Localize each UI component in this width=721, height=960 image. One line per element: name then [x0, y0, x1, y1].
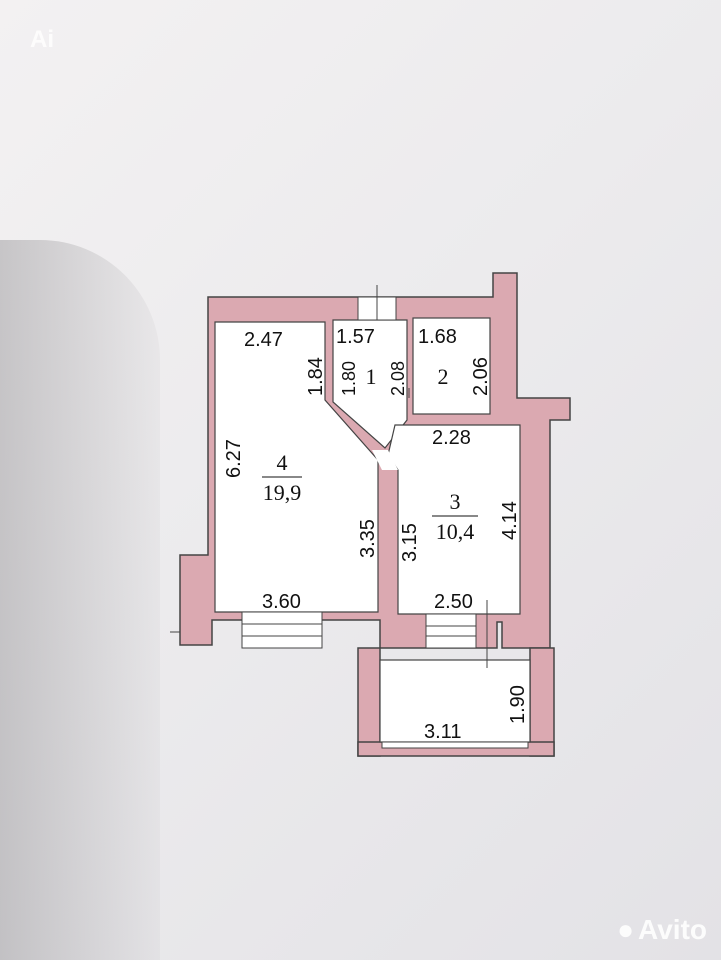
balcony-floor	[379, 659, 531, 743]
balcony-right-wall	[529, 647, 555, 757]
window-room-3	[425, 613, 477, 649]
dim-room3-top: 2.28	[432, 427, 471, 449]
room-1-number: 1	[366, 364, 377, 389]
dim-room1-left: 1.80	[339, 361, 359, 396]
avito-watermark-text: Avito	[638, 914, 707, 945]
dim-room3-bottom: 2.50	[434, 591, 473, 613]
room-4-number: 4	[277, 450, 288, 475]
dim-room3-right: 4.14	[499, 501, 521, 540]
dim-room4-left: 6.27	[223, 439, 245, 478]
avito-watermark: ● Avito	[617, 914, 707, 946]
photo-shadow	[0, 240, 160, 960]
avito-dots-icon: ●	[617, 914, 635, 945]
corner-logo: Ai	[30, 26, 54, 53]
room-1-3-passage	[372, 450, 398, 470]
windows	[170, 285, 529, 749]
dim-room4-right-upper: 1.84	[305, 357, 327, 396]
dim-room3-left: 3.15	[399, 523, 421, 562]
dim-balcony-right: 1.90	[507, 685, 529, 724]
balcony-left-wall	[357, 647, 381, 757]
dim-room4-right-lower: 3.35	[357, 519, 379, 558]
dim-balcony-bottom: 3.11	[424, 721, 461, 743]
dim-room2-right: 2.06	[470, 357, 492, 396]
dim-room2-top: 1.68	[418, 326, 457, 348]
dim-room1-top: 1.57	[336, 326, 375, 348]
room-4-area: 19,9	[263, 480, 302, 505]
room-2-floor	[412, 317, 491, 415]
dim-room1-right: 2.08	[388, 361, 408, 396]
dim-room4-top: 2.47	[244, 329, 283, 351]
room-3-area: 10,4	[436, 519, 475, 544]
room-floors	[214, 317, 531, 743]
dim-room4-bottom: 3.60	[262, 591, 301, 613]
room-2-number: 2	[438, 364, 449, 389]
window-room-4	[241, 611, 323, 649]
window-balcony	[381, 741, 529, 749]
room-3-number: 3	[450, 489, 461, 514]
